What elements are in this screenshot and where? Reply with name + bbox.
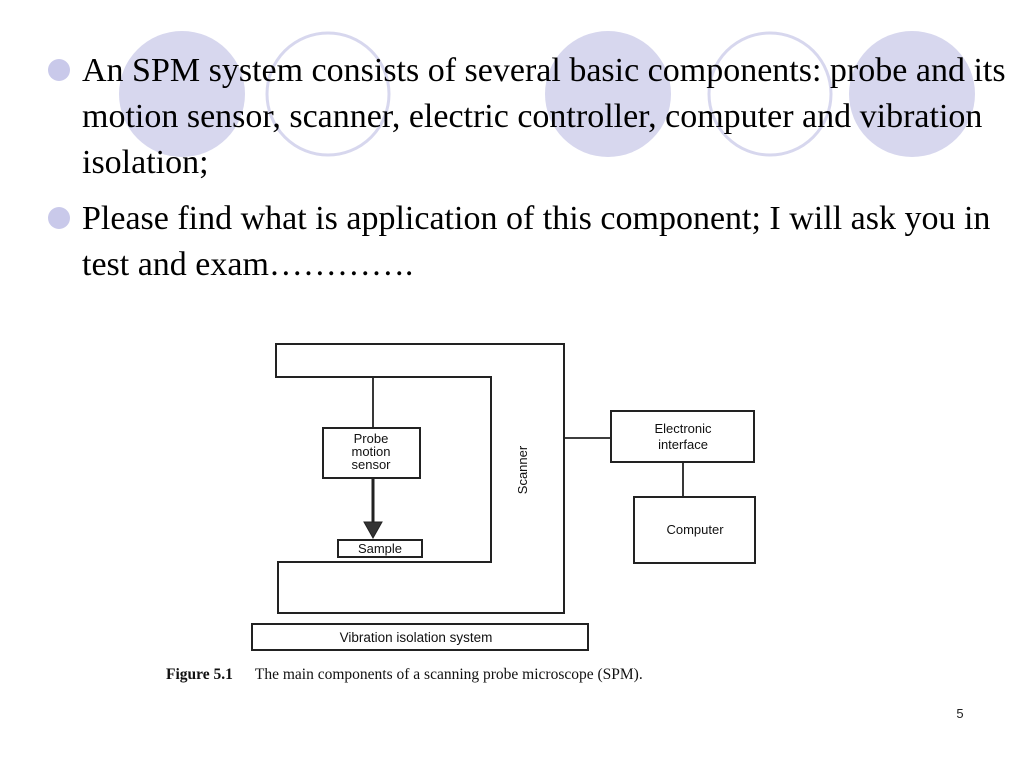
bullet-list: An SPM system consists of several basic … [48, 48, 1008, 298]
decorative-circles [119, 31, 975, 157]
electronic-label-line2: interface [658, 437, 708, 452]
scanner-label: Scanner [515, 445, 530, 494]
computer-label: Computer [666, 522, 724, 537]
bullet-item: Please find what is application of this … [48, 196, 1008, 288]
bullet-text: An SPM system consists of several basic … [82, 52, 1006, 181]
probe-label-line3: sensor [351, 457, 391, 472]
sample-label: Sample [358, 541, 402, 556]
decor-circle-ring [707, 31, 833, 157]
decor-circle-filled [119, 31, 245, 157]
decor-circle-ring [265, 31, 391, 157]
computer-box [633, 496, 756, 564]
probe-label-line1: Probe [354, 431, 389, 446]
bullet-dot-icon [48, 59, 70, 81]
vibration-isolation-box [251, 623, 589, 651]
figure-caption-number: Figure 5.1 [166, 666, 233, 683]
figure-caption-text: The main components of a scanning probe … [254, 666, 643, 683]
sample-box [337, 539, 423, 558]
decor-circle-filled [849, 31, 975, 157]
spm-diagram: Probe motion sensor Sample Scanner Elect… [251, 343, 756, 651]
probe-arrow-head-icon [363, 521, 383, 540]
bullet-text: Please find what is application of this … [82, 200, 991, 283]
electronic-label-line1: Electronic [654, 421, 712, 436]
probe-label-line2: motion [351, 444, 390, 459]
scanner-frame [275, 343, 565, 614]
bullet-dot-icon [48, 207, 70, 229]
slide-number: 5 [956, 706, 964, 721]
figure-caption: Figure 5.1 The main components of a scann… [166, 666, 643, 684]
bullet-item: An SPM system consists of several basic … [48, 48, 1008, 186]
decor-circle-filled [545, 31, 671, 157]
vibration-label: Vibration isolation system [340, 630, 493, 645]
